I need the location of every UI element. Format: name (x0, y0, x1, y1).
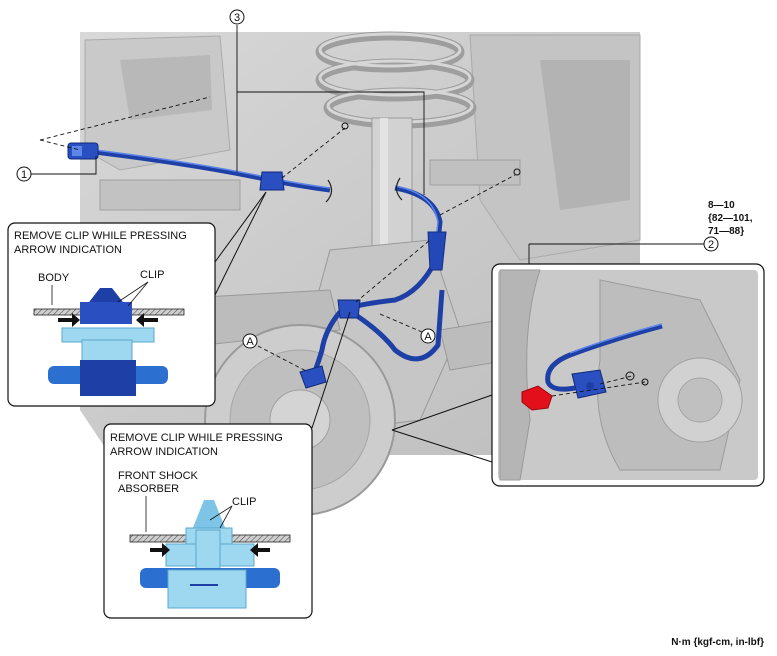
callout-1-number: 1 (21, 169, 27, 181)
callout-2-number: 2 (708, 239, 714, 251)
inset-body-label: BODY (38, 272, 70, 284)
torque-line1: 8—10 (708, 200, 735, 211)
inset-shock-label-line1: FRONT SHOCK (118, 470, 199, 482)
shock-clip (337, 299, 361, 319)
callout-1: 1 (16, 166, 32, 182)
inset-shock-clip: REMOVE CLIP WHILE PRESSING ARROW INDICAT… (103, 311, 351, 619)
abs-sensor-head (299, 365, 327, 389)
sensor-bolt (521, 385, 553, 411)
inset-shock-caption-line1: REMOVE CLIP WHILE PRESSING (110, 432, 283, 444)
torque-spec: 8—10 {82—101, 71—88} (708, 200, 753, 237)
callout-3: 3 (229, 9, 245, 25)
inset-body-caption-line1: REMOVE CLIP WHILE PRESSING (14, 230, 187, 242)
inset-body-caption-line2: ARROW INDICATION (14, 244, 122, 256)
ref-a-right-text: A (424, 331, 432, 343)
inset-shock-label-line2: ABSORBER (118, 483, 179, 495)
callout-3-number: 3 (234, 12, 240, 24)
inset-shock-caption-line2: ARROW INDICATION (110, 446, 218, 458)
ref-a-left-text: A (246, 336, 254, 348)
sensor-connector (67, 142, 99, 160)
ref-a-left: A (242, 333, 258, 349)
dashed-leaders (39, 96, 516, 373)
abs-sensor-harness (67, 142, 447, 389)
callout-2: 2 (703, 236, 719, 252)
ref-a-right: A (420, 328, 436, 344)
inset-sensor-bolt (391, 263, 765, 487)
torque-line2: {82—101, (708, 213, 753, 224)
torque-line3: 71—88} (708, 226, 744, 237)
inset-shock-clip-label: CLIP (232, 496, 256, 508)
body-clip (259, 171, 285, 191)
inset-body-clip: REMOVE CLIP WHILE PRESSING ARROW INDICAT… (7, 191, 267, 407)
units-label: N·m {kgf-cm, in-lbf} (671, 637, 764, 648)
inset-body-clip-label: CLIP (140, 269, 164, 281)
